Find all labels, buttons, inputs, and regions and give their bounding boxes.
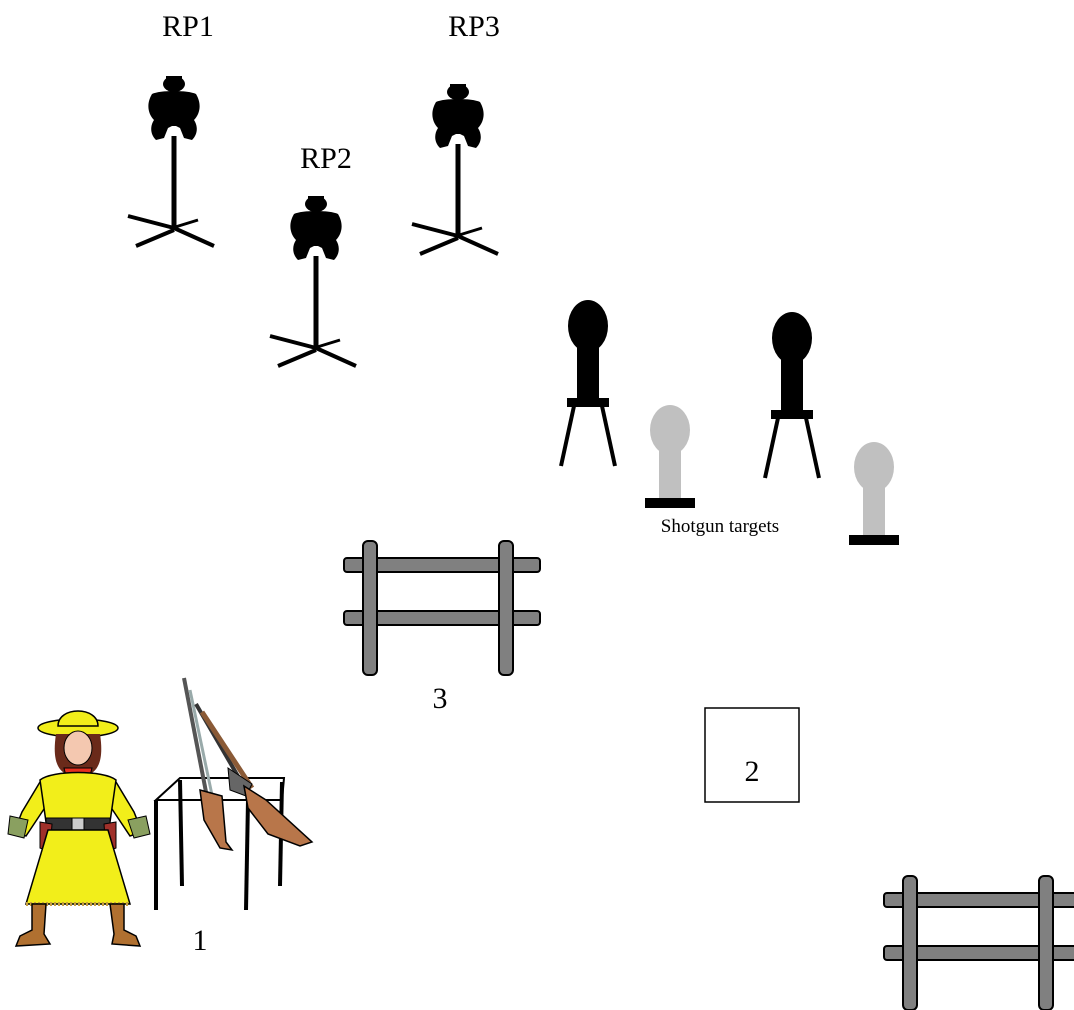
pistol-target-rp3 (410, 82, 500, 256)
position-2-box (704, 707, 800, 803)
shotgun-target-black-1 (559, 298, 617, 468)
shotgun-target-black-2 (763, 310, 821, 480)
shotgun-targets-caption: Shotgun targets (661, 516, 779, 537)
rp1-label: RP1 (162, 10, 214, 43)
rp3-label: RP3 (448, 10, 500, 43)
shotgun-target-grey-2 (849, 442, 899, 545)
fence-bottom-right (883, 875, 1074, 1010)
shotgun-target-grey-1 (645, 405, 695, 508)
cowgirl-shooter-icon (7, 710, 151, 947)
pistol-target-rp1 (126, 74, 216, 248)
fence-position-3 (343, 540, 541, 676)
rp2-label: RP2 (300, 142, 352, 175)
position-2-label: 2 (745, 755, 760, 788)
position-1-label: 1 (193, 924, 208, 957)
pistol-target-rp2 (268, 194, 358, 368)
rifle-shotgun-icon (182, 677, 314, 852)
position-3-label: 3 (433, 682, 448, 715)
